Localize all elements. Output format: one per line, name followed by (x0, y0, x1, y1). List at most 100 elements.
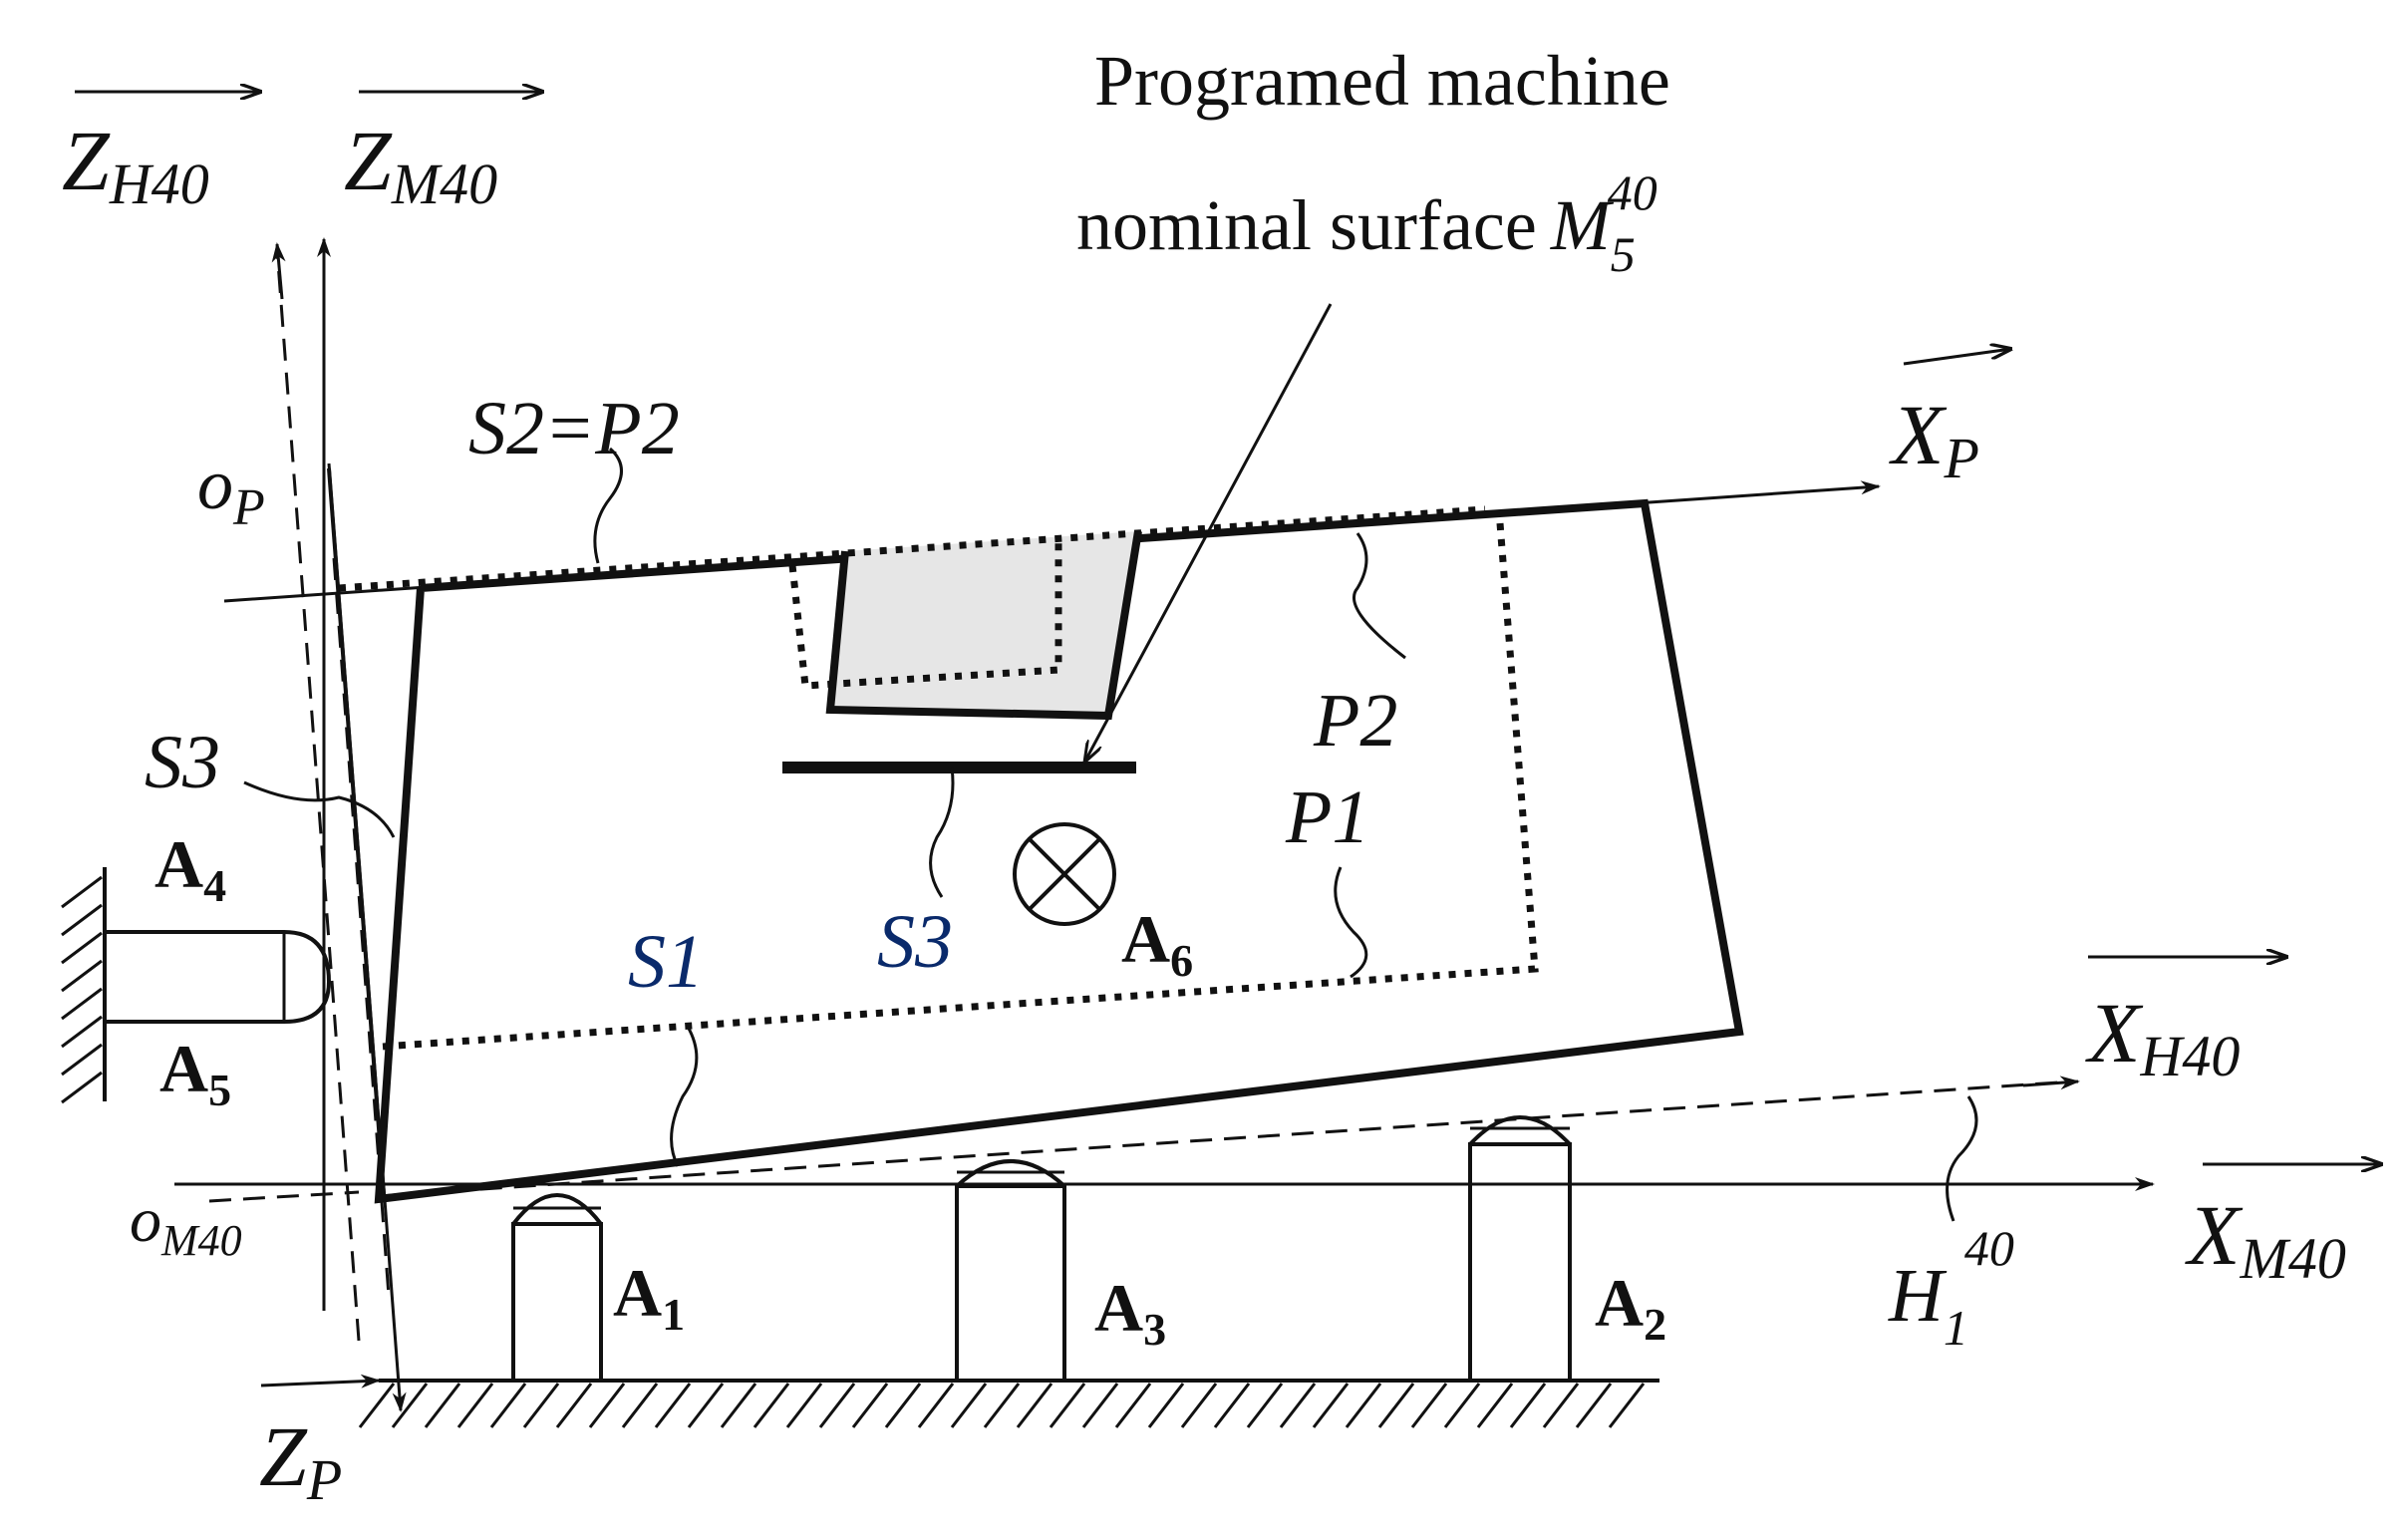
x-h40-label: XH40 (2085, 985, 2240, 1088)
leader-squiggles (243, 447, 1978, 1222)
hatch-stroke (522, 1383, 560, 1428)
hatch-stroke (1377, 1383, 1415, 1428)
x-p-label: XP (1889, 387, 1979, 490)
a6-label: A6 (1121, 901, 1193, 986)
hatch-stroke (917, 1383, 955, 1428)
o-m40-label: oM40 (130, 1184, 242, 1265)
hatch-stroke (61, 875, 103, 909)
o-p-label: oP (197, 445, 265, 536)
locator-pins (511, 1115, 1572, 1383)
hatch-stroke (1016, 1383, 1053, 1428)
a5-label: A5 (159, 1031, 231, 1115)
hatch-stroke (1443, 1383, 1481, 1428)
pocket (782, 530, 1142, 773)
p2-label: P2 (1313, 679, 1397, 763)
hatch-stroke (424, 1383, 461, 1428)
callout-line1: Programed machine (1094, 41, 1670, 121)
hatch-stroke (752, 1383, 790, 1428)
pocket-outline (825, 530, 1142, 721)
a4-label: A4 (154, 826, 226, 911)
hatch-stroke (851, 1383, 889, 1428)
hatch-stroke (1279, 1383, 1317, 1428)
z-h40-axis (275, 248, 361, 1342)
pocket-fill (830, 531, 1138, 716)
hatch-stroke (1246, 1383, 1284, 1428)
hatch-stroke (61, 931, 103, 965)
hatch-stroke (1509, 1383, 1547, 1428)
hatch-stroke (1081, 1383, 1119, 1428)
hatch-stroke (456, 1383, 494, 1428)
hatch-stroke (61, 959, 103, 993)
hatch-stroke (1345, 1383, 1382, 1428)
s3-center-label: S3 (877, 900, 953, 984)
hatch-stroke (687, 1383, 725, 1428)
workpiece-outline (374, 498, 1744, 1204)
p2-top-dotted (338, 505, 1486, 592)
base-hatching (358, 1383, 1646, 1428)
x-m40-label: XM40 (2185, 1187, 2346, 1291)
s3-left-leader (243, 780, 396, 838)
x-h40-axis (378, 1079, 2074, 1198)
side-hatching (61, 875, 103, 1104)
locator-a4-a5-pin (105, 930, 332, 1024)
hatch-stroke (720, 1383, 757, 1428)
hatch-stroke (391, 1383, 429, 1428)
x-h40-axis-head (2022, 1076, 2080, 1090)
s1-leader (670, 1026, 699, 1167)
hatch-stroke (1542, 1383, 1580, 1428)
hatch-stroke (1476, 1383, 1514, 1428)
hatch-stroke (950, 1383, 988, 1428)
hatch-stroke (1575, 1383, 1613, 1428)
hatch-stroke (588, 1383, 626, 1428)
locator-pin-a1 (511, 1193, 603, 1383)
o-m40-dashed-stub (208, 1190, 360, 1203)
p1-label: P1 (1285, 775, 1369, 859)
hatch-stroke (884, 1383, 922, 1428)
hatch-stroke (358, 1383, 396, 1428)
a3-label: A3 (1094, 1270, 1166, 1355)
s3-left-face-line (327, 467, 386, 1195)
z-m40-label: ZM40 (344, 113, 497, 216)
s3-center-leader (929, 767, 955, 898)
h1-leader (1946, 1095, 1978, 1222)
hatch-stroke (1608, 1383, 1646, 1428)
s2-p2-label: S2=P2 (468, 387, 680, 470)
s3-left-label: S3 (145, 721, 220, 804)
vector-bars (75, 92, 2382, 1164)
hatch-stroke (489, 1383, 527, 1428)
machine-base (358, 1379, 1659, 1428)
hatch-stroke (621, 1383, 659, 1428)
hatch-stroke (1180, 1383, 1218, 1428)
programmed-outline (338, 505, 1539, 1051)
p1-dotted-path (381, 522, 1539, 1051)
hatch-stroke (983, 1383, 1021, 1428)
hatch-stroke (818, 1383, 856, 1428)
hatch-stroke (61, 1043, 103, 1077)
clamp-force-icon (1013, 822, 1116, 926)
p1-leader (1334, 866, 1368, 979)
a2-label: A2 (1595, 1265, 1666, 1350)
s1-label: S1 (628, 920, 704, 1004)
hatch-stroke (61, 987, 103, 1021)
hatch-stroke (61, 1071, 103, 1104)
locator-pin-a3 (955, 1159, 1066, 1383)
hatch-stroke (785, 1383, 823, 1428)
hatch-stroke (1410, 1383, 1448, 1428)
workpiece (327, 467, 1744, 1204)
side-support (61, 867, 332, 1104)
hatch-stroke (1114, 1383, 1152, 1428)
hatch-stroke (1147, 1383, 1185, 1428)
locator-pin-a2 (1468, 1115, 1572, 1383)
hatch-stroke (61, 1015, 103, 1049)
hatch-stroke (61, 903, 103, 937)
z-p-bottom-arrow (260, 1374, 381, 1388)
s2-leader (593, 447, 623, 564)
z-h40-axis-head (271, 242, 286, 300)
hatch-stroke (1312, 1383, 1350, 1428)
h1-40-label: H140 (1888, 1220, 2014, 1356)
p2-leader (1353, 532, 1406, 660)
hatch-stroke (1049, 1383, 1086, 1428)
